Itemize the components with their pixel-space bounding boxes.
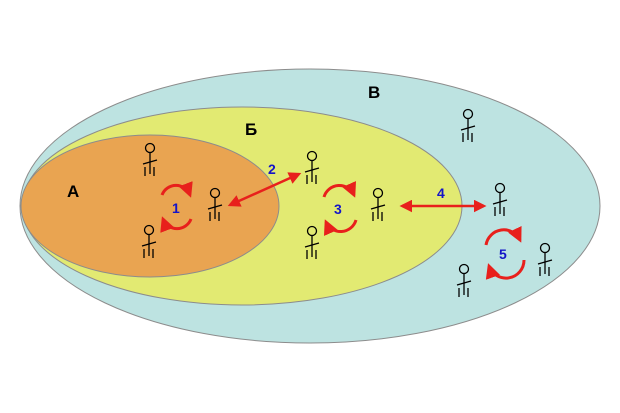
person-icon <box>460 108 476 142</box>
person-icon <box>141 224 157 258</box>
interaction-label-1: 1 <box>172 200 180 216</box>
region-v-label: В <box>368 83 380 102</box>
double-arrow-2 <box>227 172 302 207</box>
interaction-label-4: 4 <box>437 185 445 201</box>
person-icon <box>370 187 386 221</box>
person-icon <box>304 225 320 259</box>
interaction-label-3: 3 <box>334 201 342 217</box>
person-icon <box>537 242 553 276</box>
region-b-label: Б <box>245 120 257 139</box>
cycle-arrow-5 <box>484 225 526 280</box>
cycle-arrow-1 <box>160 181 193 233</box>
person-icon <box>142 142 158 176</box>
person-icon <box>492 182 508 216</box>
cycle-arrow-3 <box>322 180 358 237</box>
person-icon <box>304 150 320 184</box>
people-layer <box>141 108 553 297</box>
interaction-label-5: 5 <box>499 246 507 262</box>
region-a-label: А <box>67 182 79 201</box>
person-icon <box>456 263 472 297</box>
person-icon <box>207 187 223 221</box>
interaction-label-2: 2 <box>268 161 276 177</box>
